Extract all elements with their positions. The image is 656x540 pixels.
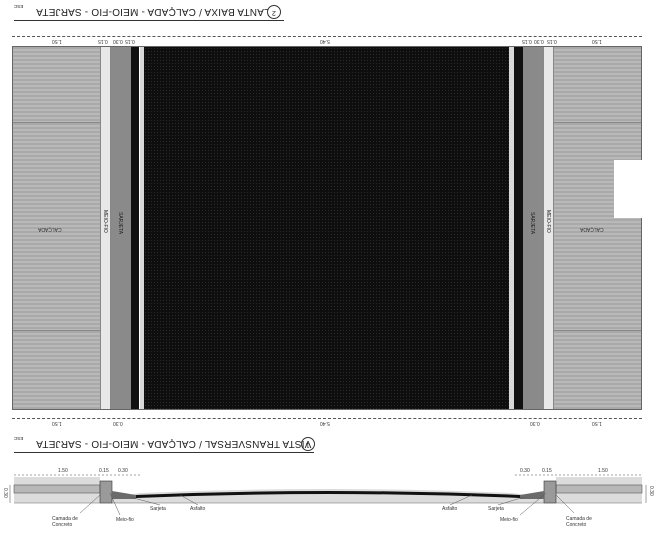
right-sidewalk-joint-2 [554, 330, 641, 331]
leader-8 [555, 494, 575, 514]
leader-5 [449, 494, 473, 506]
section-dim-r2: 0.15 [542, 468, 552, 474]
right-gutter-label: SARJETA [529, 212, 535, 235]
leader-3 [129, 496, 161, 506]
left-sidewalk-joint-1 [13, 122, 100, 123]
plan-dim-4: 0.15 [125, 38, 135, 44]
section-number-circle: 1 [301, 437, 315, 451]
leader-6 [497, 496, 525, 506]
section-title: VISTA TRANSVERSAL / CALÇADA - MEIO-FIO -… [36, 438, 312, 449]
section-title-block: 1 VISTA TRANSVERSAL / CALÇADA - MEIO-FIO… [10, 436, 350, 453]
plan-dim-8: 0.15 [547, 38, 557, 44]
right-sidewalk-slab [555, 484, 643, 494]
left-lane-line [140, 47, 144, 409]
section-dim-l3: 0.30 [118, 468, 128, 474]
left-sidewalk-joint-2 [13, 330, 100, 331]
plan-top-dim-line [12, 36, 642, 37]
callout-3: Sarjeta [150, 506, 166, 512]
left-sidewalk-slab [13, 484, 101, 494]
right-curb-label: MEIO-FIO [545, 210, 551, 233]
callout-1: Camada de Concreto [52, 516, 78, 528]
plan-title-underline [14, 20, 284, 21]
plan-bdim-4: 0.30 [530, 420, 540, 426]
section-height-left: 0.30 [2, 488, 8, 498]
plan-frame [12, 46, 642, 410]
callout-2: Meio-fio [116, 517, 134, 523]
section-title-underline [14, 452, 314, 453]
section-dim-r3: 1.50 [598, 468, 608, 474]
plan-dim-6: 0.15 [522, 38, 532, 44]
asphalt-section [136, 491, 520, 498]
leader-1 [79, 494, 101, 514]
left-curb-section [99, 480, 113, 504]
leader-2 [109, 492, 121, 516]
section-scale: ESC [14, 436, 24, 441]
right-sidewalk [554, 47, 641, 409]
callout-8: Camada de Concreto [566, 516, 592, 528]
right-curb [543, 47, 554, 409]
plan-dim-7: 0.30 [534, 38, 544, 44]
right-curb-section [543, 480, 557, 504]
plan-bdim-1: 1.50 [52, 420, 62, 426]
section-height-right: 0.30 [648, 486, 654, 496]
right-gutter-section [520, 491, 544, 499]
plan-bottom-dim-line [12, 418, 642, 419]
right-lane-line [509, 47, 514, 409]
right-gutter-edge [514, 47, 523, 409]
plan-bdim-2: 0.30 [113, 420, 123, 426]
left-gutter-edge [131, 47, 139, 409]
plan-dim-2: 0.15 [98, 38, 108, 44]
plan-number: 2 [272, 9, 276, 16]
left-curb [100, 47, 111, 409]
leader-7 [519, 492, 547, 516]
callout-7: Meio-fio [500, 517, 518, 523]
left-gutter [111, 47, 131, 409]
plan-title-block: PLANTA BAIXA / CALÇADA - MEIO-FIO - SARJ… [10, 4, 310, 21]
plan-scale: ESC [14, 4, 24, 9]
left-curb-label: MEIO-FIO [102, 210, 108, 233]
right-gutter [523, 47, 543, 409]
white-patch [614, 160, 656, 218]
plan-dim-1: 1.50 [52, 38, 62, 44]
plan-bdim-5: 1.50 [592, 420, 602, 426]
plan-bdim-3: 5.40 [320, 420, 330, 426]
section-dim-r1: 0.30 [520, 468, 530, 474]
asphalt-road [144, 47, 509, 409]
leader-4 [179, 494, 199, 506]
cross-section-drawing [9, 474, 647, 516]
callout-4: Asfalto [190, 506, 206, 512]
right-sidewalk-label: CALÇADA [580, 226, 604, 232]
left-sidewalk-label: CALÇADA [38, 226, 62, 232]
left-sidewalk [13, 47, 100, 409]
callout-6: Sarjeta [488, 506, 504, 512]
right-sidewalk-joint-1 [554, 122, 641, 123]
left-gutter-label: SARJETA [117, 212, 123, 235]
section-dim-l1: 1.50 [58, 468, 68, 474]
plan-dim-9: 1.50 [592, 38, 602, 44]
plan-number-circle: 2 [267, 5, 281, 19]
plan-dim-3: 0.30 [113, 38, 123, 44]
section-dim-l2: 0.15 [99, 468, 109, 474]
callout-5: Asfalto [442, 506, 458, 512]
plan-dim-5: 5.40 [320, 38, 330, 44]
plan-title: PLANTA BAIXA / CALÇADA - MEIO-FIO - SARJ… [36, 6, 277, 17]
